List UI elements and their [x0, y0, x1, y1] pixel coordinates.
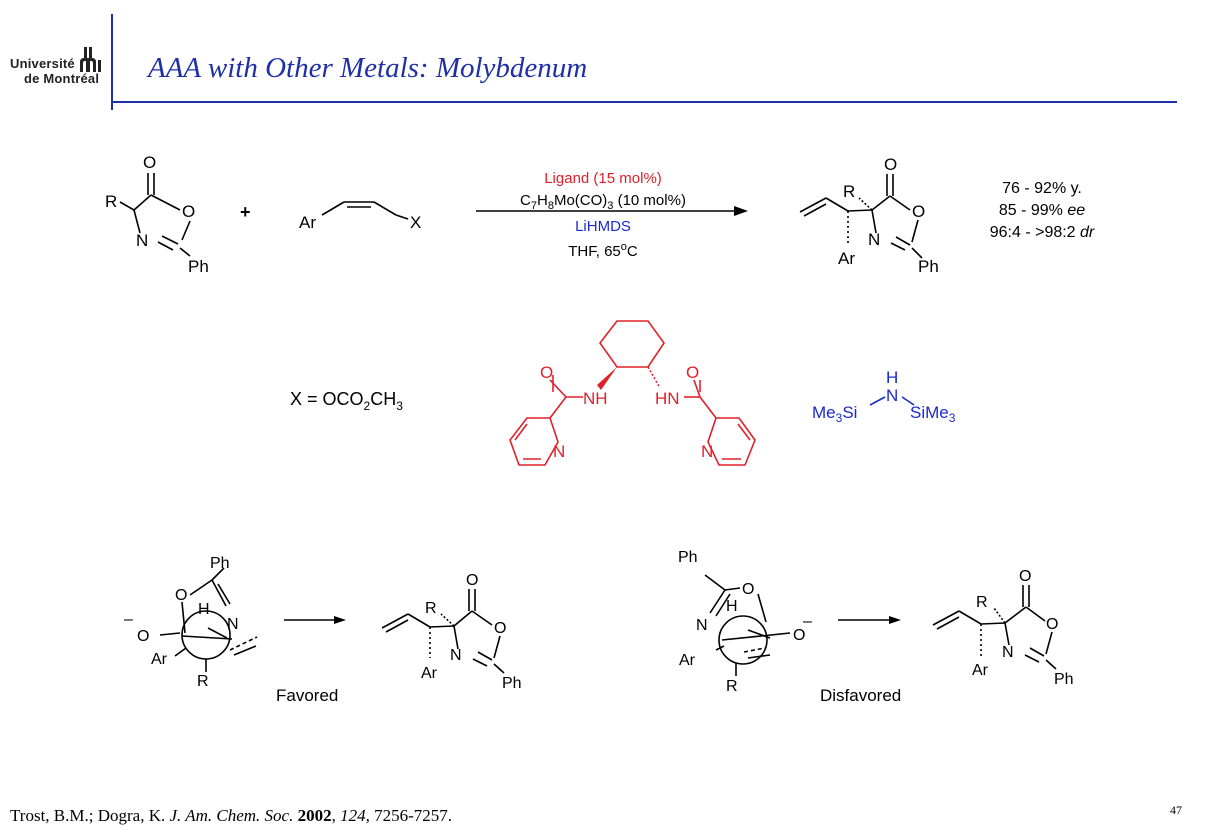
ligand-structure: O O NH HN N N — [509, 320, 756, 466]
atom-Ph: Ph — [210, 555, 230, 572]
atom-N: N — [227, 616, 239, 633]
atom-X: X — [410, 213, 421, 232]
header-horizontal-rule — [111, 101, 1177, 103]
atom-O: O — [143, 153, 156, 172]
atom-R: R — [425, 600, 437, 617]
minus-charge: – — [124, 611, 133, 628]
atom-N: N — [701, 442, 713, 461]
citation-year: 2002 — [297, 806, 332, 825]
favored-product: O O N R Ar Ph — [381, 572, 522, 692]
atom-Ph: Ph — [1054, 671, 1074, 688]
disfavored-arrow — [838, 616, 901, 624]
me3si-label: Me3Si — [812, 403, 857, 425]
atom-N: N — [450, 647, 462, 664]
atom-H: H — [198, 601, 210, 618]
reactant-oxazolone: O O N R Ph — [105, 153, 209, 276]
atom-Ar: Ar — [679, 652, 696, 669]
citation-journal: J. Am. Chem. Soc. — [169, 806, 294, 825]
atom-R: R — [197, 673, 209, 690]
atom-Ph: Ph — [188, 257, 209, 276]
logo-text-line2: de Montréal — [24, 71, 100, 86]
atom-H: H — [726, 598, 738, 615]
favored-label: Favored — [276, 686, 338, 705]
reaction-arrow — [476, 206, 748, 216]
atom-O: O — [540, 363, 553, 382]
result-ee: 85 - 99% ee — [999, 202, 1085, 219]
header-vertical-rule — [111, 14, 113, 110]
atom-O: O — [175, 587, 187, 604]
atom-Ar: Ar — [972, 662, 989, 679]
atom-Ar: Ar — [299, 213, 316, 232]
atom-O: O — [182, 202, 195, 221]
atom-N: N — [1002, 644, 1014, 661]
favored-transition-state: Ph O H N – O Ar R — [124, 555, 258, 690]
sime3-label: SiMe3 — [910, 403, 956, 425]
slide-title: AAA with Other Metals: Molybdenum — [148, 52, 588, 84]
atom-HN: HN — [655, 389, 680, 408]
atom-O: O — [466, 572, 478, 589]
citation-pages: , 7256-7257. — [365, 806, 453, 825]
atom-O: O — [686, 363, 699, 382]
atom-O: O — [912, 202, 925, 221]
atom-R: R — [105, 192, 117, 211]
atom-R: R — [843, 182, 855, 201]
citation-volume: 124 — [340, 806, 366, 825]
atom-Ar: Ar — [151, 651, 168, 668]
citation-sep: , — [331, 806, 341, 825]
atom-Ph: Ph — [678, 549, 698, 566]
atom-O: O — [742, 581, 754, 598]
atom-O: O — [1046, 616, 1058, 633]
citation: Trost, B.M.; Dogra, K. J. Am. Chem. Soc.… — [10, 806, 452, 826]
result-yield: 76 - 92% y. — [1002, 180, 1082, 197]
atom-N: N — [868, 230, 880, 249]
atom-R: R — [726, 678, 738, 695]
atom-Ar: Ar — [421, 665, 438, 682]
page-number: 47 — [1170, 803, 1182, 817]
result-dr: 96:4 - >98:2 dr — [990, 224, 1095, 241]
atom-NH: NH — [583, 389, 608, 408]
atom-Ph: Ph — [502, 675, 522, 692]
atom-N: N — [696, 617, 708, 634]
citation-authors: Trost, B.M.; Dogra, K. — [10, 806, 170, 825]
atom-Ph: Ph — [918, 257, 939, 276]
atom-Ar: Ar — [838, 249, 855, 268]
logo-text-line1: Université — [10, 56, 75, 71]
condition-base: LiHMDS — [575, 218, 631, 235]
atom-O: O — [494, 620, 506, 637]
atom-H: H — [886, 368, 898, 387]
plus-sign: + — [240, 202, 251, 222]
atom-N: N — [553, 442, 565, 461]
atom-O: O — [884, 155, 897, 174]
atom-O: O — [793, 627, 805, 644]
condition-solvent: THF, 65oC — [568, 241, 638, 260]
x-definition: X = OCO2CH3 — [290, 389, 403, 413]
hmds-structure: H N Me3Si SiMe3 — [812, 368, 956, 425]
condition-ligand: Ligand (15 mol%) — [544, 170, 662, 187]
universite-logo-icon — [80, 47, 101, 72]
condition-catalyst: C7H8Mo(CO)3 (10 mol%) — [520, 192, 686, 212]
reactant-allyl: Ar X — [299, 201, 421, 232]
atom-O: O — [1019, 568, 1031, 585]
disfavored-transition-state: Ph O H N O – Ar R — [678, 549, 812, 695]
disfavored-product: O O N R Ar Ph — [932, 568, 1074, 688]
disfavored-label: Disfavored — [820, 686, 901, 705]
atom-N: N — [136, 231, 148, 250]
atom-R: R — [976, 594, 988, 611]
product-oxazolone: O O N R Ar Ph — [799, 155, 939, 276]
favored-arrow — [284, 616, 346, 624]
atom-O: O — [137, 628, 149, 645]
atom-N: N — [886, 386, 898, 405]
minus-charge: – — [803, 613, 812, 630]
